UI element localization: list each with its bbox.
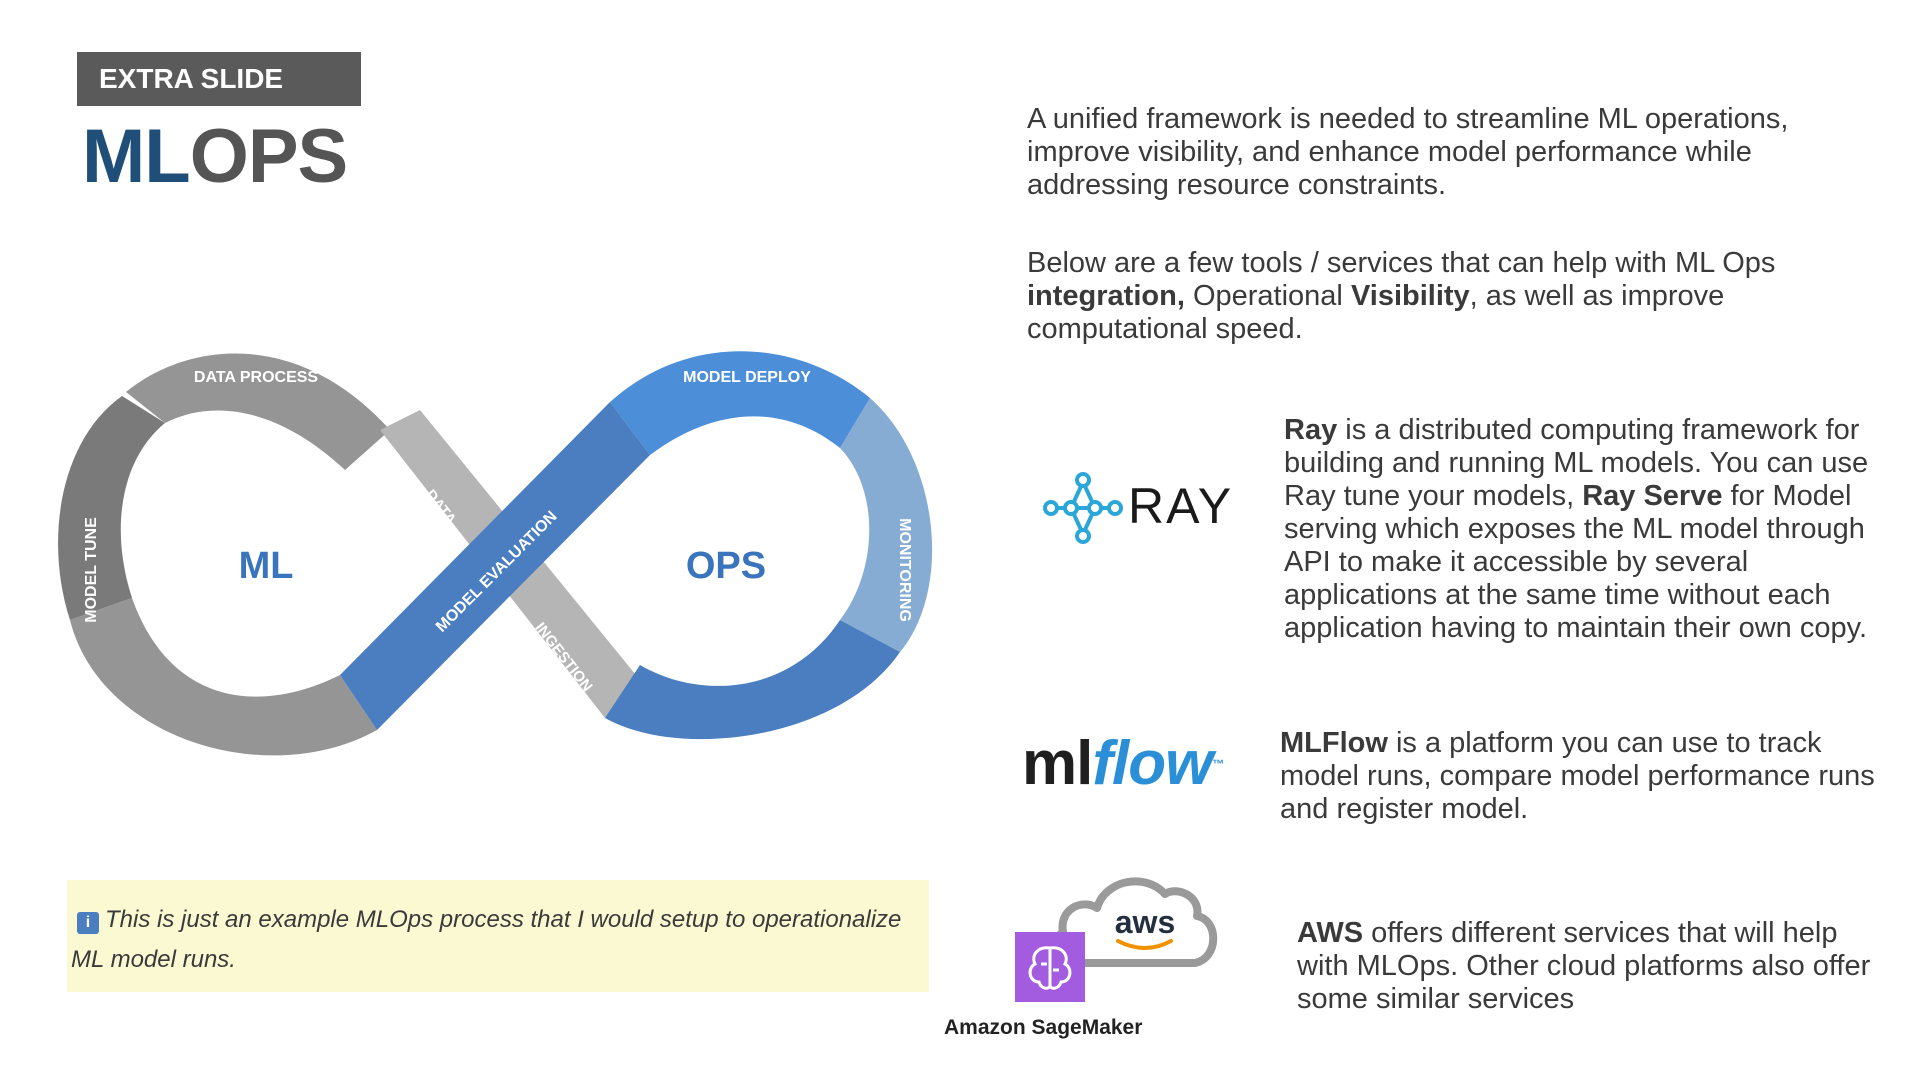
slide-title: MLOPS bbox=[82, 112, 348, 202]
ray-serve: Ray Serve bbox=[1582, 480, 1723, 512]
ray-logo-text: RAY bbox=[1128, 478, 1234, 534]
aws-logo-text: aws bbox=[1115, 904, 1175, 940]
segment-alerting bbox=[605, 620, 900, 740]
label-model-train: MODEL TRAIN bbox=[201, 757, 312, 774]
tools-paragraph: Below are a few tools / services that ca… bbox=[1027, 247, 1877, 346]
tools-text-e: , as well as improve computational speed… bbox=[1027, 280, 1725, 345]
sagemaker-brain-icon bbox=[1028, 946, 1072, 990]
aws-text: offers different services that will help… bbox=[1297, 917, 1871, 1015]
mlflow-logo-ml: ml bbox=[1022, 729, 1093, 798]
tools-text-c: Operational bbox=[1184, 280, 1351, 312]
mlflow-logo-tm: ™ bbox=[1212, 757, 1224, 771]
mlflow-paragraph: MLFlow is a platform you can use to trac… bbox=[1280, 727, 1900, 826]
aws-paragraph: AWS offers different services that will … bbox=[1297, 917, 1897, 1016]
label-monitoring: MONITORING bbox=[896, 518, 913, 622]
ray-text-b: for Model serving which exposes the ML m… bbox=[1284, 480, 1868, 644]
info-icon: i bbox=[77, 912, 99, 934]
segment-model-evaluation bbox=[340, 402, 650, 730]
ray-text-a: is a distributed computing framework for… bbox=[1284, 414, 1869, 512]
ml-loop-label: ML bbox=[239, 545, 294, 587]
aws-name: AWS bbox=[1297, 917, 1364, 949]
extra-slide-tag: EXTRA SLIDE bbox=[77, 52, 361, 106]
segment-monitoring bbox=[840, 398, 933, 652]
segment-model-tune bbox=[58, 396, 165, 620]
aws-sagemaker-logo: aws bbox=[1015, 877, 1218, 1002]
note-text: This is just an example MLOps process th… bbox=[71, 906, 902, 973]
ray-paragraph: Ray is a distributed computing framework… bbox=[1284, 414, 1894, 645]
ray-logo-icon bbox=[1043, 472, 1123, 544]
mlops-infinity-diagram: DATA PROCESS MODEL TUNE MODEL TRAIN DATA… bbox=[58, 351, 933, 774]
sagemaker-label: Amazon SageMaker bbox=[944, 1016, 1143, 1039]
mlflow-logo-flow: flow bbox=[1092, 729, 1213, 798]
mlflow-name: MLFlow bbox=[1280, 727, 1388, 759]
tools-text-a: Below are a few tools / services that ca… bbox=[1027, 247, 1776, 279]
label-model-deploy: MODEL DEPLOY bbox=[683, 369, 811, 386]
label-data-process: DATA PROCESS bbox=[194, 369, 318, 386]
label-model-tune: MODEL TUNE bbox=[83, 517, 100, 623]
tools-integration: integration, bbox=[1027, 280, 1185, 312]
segment-model-train bbox=[70, 598, 377, 756]
segment-data-process bbox=[126, 353, 390, 470]
title-ops: OPS bbox=[189, 114, 348, 199]
label-alerting: ALERTING bbox=[706, 757, 788, 774]
intro-paragraph: A unified framework is needed to streaml… bbox=[1027, 103, 1789, 201]
ops-loop-center bbox=[627, 438, 843, 682]
segment-model-deploy bbox=[610, 351, 870, 455]
mlflow-logo: mlflow™ bbox=[1022, 727, 1224, 801]
aws-smile-icon bbox=[1116, 939, 1173, 950]
title-ml: ML bbox=[82, 114, 191, 199]
ops-loop-label: OPS bbox=[686, 545, 766, 587]
tools-visibility: Visibility bbox=[1350, 280, 1470, 312]
ml-loop-center bbox=[128, 436, 352, 684]
mlflow-text: is a platform you can use to track model… bbox=[1280, 727, 1875, 825]
ray-name: Ray bbox=[1284, 414, 1338, 446]
